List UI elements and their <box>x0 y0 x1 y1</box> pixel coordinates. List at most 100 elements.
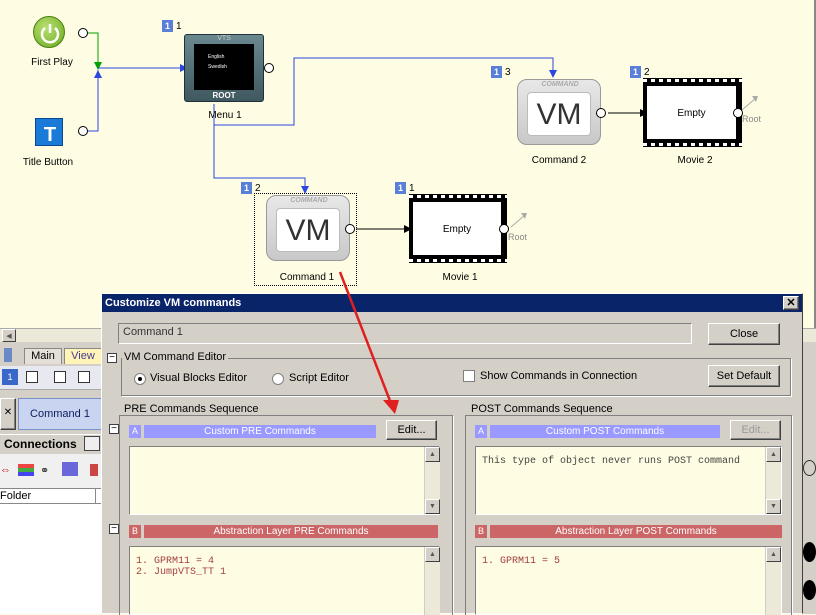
scroll-down-icon[interactable]: ▼ <box>766 499 781 514</box>
pre-letter-a: A <box>129 425 141 438</box>
radio-script-editor[interactable] <box>272 373 284 385</box>
power-icon[interactable] <box>33 16 65 48</box>
scroll-up-icon[interactable]: ▲ <box>766 547 781 562</box>
menu-screen: English Swedish <box>194 44 254 90</box>
pre-abstraction-scrollbar[interactable]: ▲ <box>424 547 440 615</box>
toolbar-number-icon[interactable]: 1 <box>2 369 18 385</box>
collapse-pre-abstraction-icon[interactable]: − <box>109 524 119 534</box>
command2-node[interactable]: COMMAND VM <box>517 79 601 145</box>
left-panel: Main View 1 ✕ Command 1 Connections ⇔ ⚭ … <box>0 342 102 614</box>
menu-header: VTS <box>217 35 231 42</box>
collapse-pre-custom-icon[interactable]: − <box>109 424 119 434</box>
first-play-label: First Play <box>31 57 73 68</box>
glasses-icon[interactable]: ⚭ <box>40 465 50 477</box>
movie2-text: Empty <box>646 85 737 140</box>
post-custom-header: Custom POST Commands <box>490 425 720 438</box>
movie1-port[interactable] <box>499 224 509 234</box>
command1-header: COMMAND <box>290 197 328 204</box>
vm-editor-group-label: VM Command Editor <box>122 351 229 363</box>
item-command1[interactable]: Command 1 <box>18 398 102 430</box>
right-strip <box>803 342 816 614</box>
set-default-button[interactable]: Set Default <box>708 365 780 387</box>
first-play-port[interactable] <box>78 28 88 38</box>
connections-toggle-icon[interactable] <box>84 436 100 451</box>
post-abstraction-text: 1. GPRM11 = 5 <box>475 546 782 615</box>
toolbar-list-icon[interactable] <box>54 371 66 383</box>
folder-label: Folder <box>0 490 32 502</box>
command1-selection <box>254 193 357 286</box>
title-button-icon[interactable]: T <box>35 118 63 146</box>
pre-custom-text[interactable] <box>129 446 440 515</box>
show-commands-checkbox[interactable] <box>463 370 475 382</box>
chart-icon[interactable] <box>62 462 78 476</box>
scroll-left-button[interactable]: ◀ <box>2 329 16 342</box>
menu-port[interactable] <box>264 63 274 73</box>
vm-editor-group <box>121 358 791 396</box>
tab-view[interactable]: View <box>64 348 102 364</box>
command2-vm-text: VM <box>527 92 591 136</box>
collapse-editor-icon[interactable]: − <box>107 353 117 363</box>
title-button-port[interactable] <box>78 126 88 136</box>
pre-abstraction-text: 1. GPRM11 = 4 2. JumpVTS_TT 1 <box>129 546 440 615</box>
toolbar-film-icon[interactable] <box>26 371 38 383</box>
radio-visual-blocks[interactable] <box>134 373 146 385</box>
menu-item-swedish: Swedish <box>208 64 227 70</box>
connections-header: Connections <box>0 434 102 452</box>
toolbar-image-icon[interactable] <box>78 371 90 383</box>
menu-footer: ROOT <box>212 91 236 100</box>
dialog-close-x-icon[interactable]: ✕ <box>783 296 799 310</box>
post-group <box>465 415 792 615</box>
post-group-label: POST Commands Sequence <box>469 403 615 415</box>
close-button[interactable]: Close <box>708 323 780 345</box>
colors-icon[interactable] <box>18 464 34 476</box>
post-custom-text: This type of object never runs POST comm… <box>475 446 782 515</box>
folder-list[interactable] <box>0 504 102 614</box>
movie2-label: Movie 2 <box>677 155 713 166</box>
folder-header: Folder <box>0 488 102 505</box>
scroll-up-icon[interactable]: ▲ <box>425 447 440 462</box>
menu-label: Menu 1 <box>208 110 242 121</box>
scroll-up-icon[interactable]: ▲ <box>766 447 781 462</box>
disc-icon <box>803 542 816 562</box>
connections-label: Connections <box>4 437 77 451</box>
connections-toolbar: ⇔ ⚭ <box>0 454 102 488</box>
close-item-icon[interactable]: ✕ <box>0 398 16 430</box>
command2-header: COMMAND <box>541 81 579 88</box>
pre-group-label: PRE Commands Sequence <box>122 403 261 415</box>
movie1-node[interactable]: Empty <box>409 194 507 263</box>
command1-node[interactable]: COMMAND VM <box>266 195 350 261</box>
post-edit-button[interactable]: Edit... <box>730 420 781 440</box>
post-abstraction-scrollbar[interactable]: ▲ <box>765 547 781 615</box>
left-toolbar: 1 <box>0 366 102 390</box>
object-name-field[interactable]: Command 1 <box>118 323 692 344</box>
command2-port[interactable] <box>596 108 606 118</box>
command2-label: Command 2 <box>531 155 587 166</box>
movie2-port[interactable] <box>733 108 743 118</box>
pre-letter-b: B <box>129 525 141 538</box>
pre-edit-button[interactable]: Edit... <box>386 420 437 440</box>
connect-icon[interactable]: ⇔ <box>0 464 11 476</box>
menu-node[interactable]: VTS English Swedish ROOT <box>184 34 264 102</box>
movie1-text: Empty <box>412 201 502 256</box>
movie2-node[interactable]: Empty <box>643 78 742 147</box>
pre-custom-scrollbar[interactable]: ▲ ▼ <box>424 447 440 514</box>
show-commands-label: Show Commands in Connection <box>480 370 638 382</box>
menu-item-english: English <box>208 54 225 60</box>
scroll-down-icon[interactable]: ▼ <box>425 499 440 514</box>
pre-custom-header: Custom PRE Commands <box>144 425 376 438</box>
disc-icon-2 <box>803 580 816 600</box>
scroll-up-icon[interactable]: ▲ <box>425 547 440 562</box>
command1-port[interactable] <box>345 224 355 234</box>
item-strip: ✕ Command 1 <box>0 396 102 434</box>
clock-icon <box>803 460 816 476</box>
post-custom-scrollbar[interactable]: ▲ ▼ <box>765 447 781 514</box>
movie1-label: Movie 1 <box>442 272 478 283</box>
stop-icon[interactable] <box>90 464 98 476</box>
tab-main[interactable]: Main <box>24 348 62 364</box>
pre-abstraction-header: Abstraction Layer PRE Commands <box>144 525 438 538</box>
